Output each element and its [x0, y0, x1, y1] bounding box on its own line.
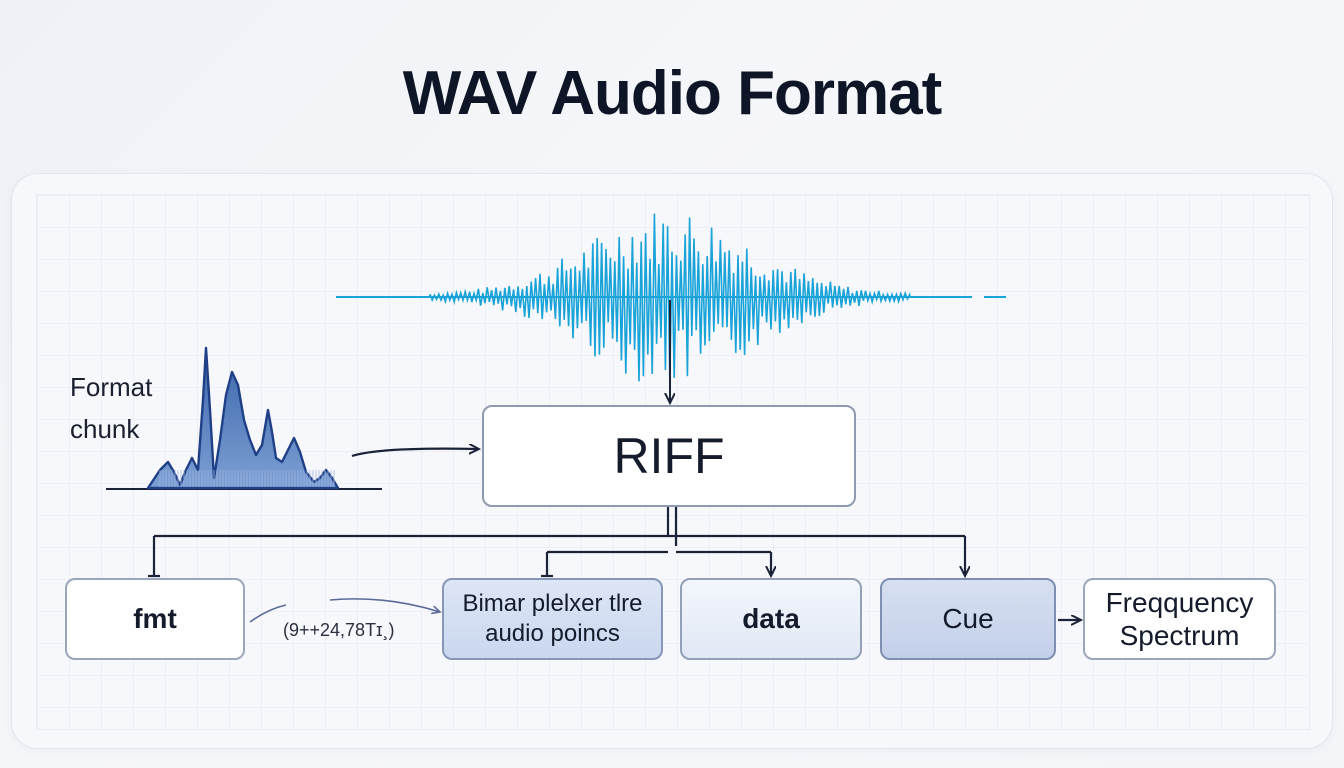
binary-node-line1: Bimar plelxer tlre: [462, 590, 643, 617]
format-chunk-line2: chunk: [70, 414, 140, 444]
frequency-node-line1: Freqquency: [1105, 587, 1254, 618]
data-node: data: [680, 578, 862, 660]
format-to-riff-arrow: [351, 449, 478, 458]
frequency-node: Freqquency Spectrum: [1083, 578, 1276, 660]
riff-node: RIFF: [482, 405, 856, 507]
binary-arrow: [329, 598, 440, 612]
page-title: WAV Audio Format: [402, 59, 943, 128]
format-chunk-line1: Format: [70, 372, 153, 402]
binary-node-line2: audio poincs: [485, 620, 620, 647]
annotation-text: (9++24,78Tɪ¸): [283, 620, 395, 640]
binary-node: Bimar plelxer tlre audio poincs: [442, 578, 663, 660]
frequency-graph-icon: [106, 346, 382, 490]
format-chunk-label: Format chunk: [70, 366, 152, 450]
cue-node: Cue: [880, 578, 1056, 660]
frequency-node-line2: Spectrum: [1119, 620, 1240, 651]
fmt-connector: [249, 604, 287, 623]
riff-branch-connectors: [148, 507, 965, 576]
fmt-node: fmt: [65, 578, 245, 660]
